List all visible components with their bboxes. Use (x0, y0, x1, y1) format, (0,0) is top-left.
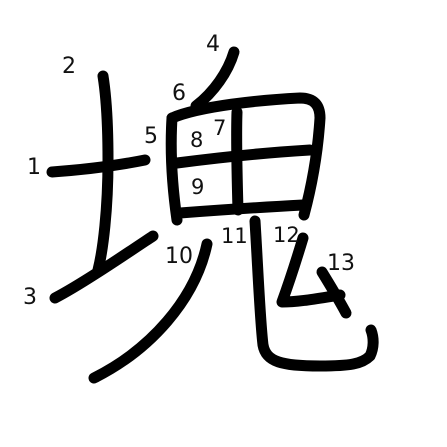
stroke-number-13: 13 (327, 251, 355, 276)
stroke-8 (171, 144, 316, 169)
stroke-4 (190, 46, 240, 112)
stroke-11 (249, 215, 379, 372)
stroke-number-12: 12 (273, 223, 300, 247)
stroke-13 (316, 266, 352, 319)
stroke-3 (49, 230, 159, 304)
stroke-number-10: 10 (165, 244, 193, 269)
stroke-number-9: 9 (191, 175, 205, 199)
stroke-10 (88, 238, 213, 384)
stroke-number-4: 4 (206, 32, 220, 57)
stroke-number-3: 3 (23, 285, 37, 310)
stroke-5 (165, 112, 183, 226)
stroke-number-2: 2 (62, 54, 76, 79)
stroke-number-11: 11 (221, 224, 248, 248)
stroke-number-7: 7 (213, 116, 227, 140)
stroke-number-6: 6 (172, 81, 186, 106)
stroke-number-5: 5 (144, 124, 158, 149)
stroke-2 (92, 70, 114, 276)
stroke-9 (174, 199, 309, 219)
stroke-1 (46, 154, 151, 178)
stroke-6 (166, 92, 326, 221)
stroke-number-1: 1 (27, 155, 41, 180)
stroke-number-8: 8 (190, 128, 204, 152)
stroke-12 (276, 232, 346, 308)
